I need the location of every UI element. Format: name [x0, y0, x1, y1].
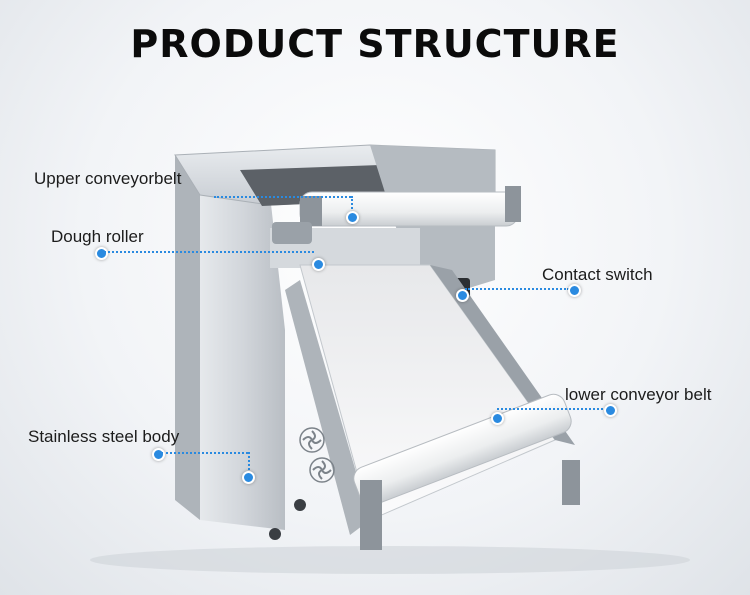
lower-belt-leg-right [562, 460, 580, 505]
leader-stainless-body [161, 452, 248, 454]
callout-dot-upper-conveyor [346, 211, 359, 224]
callout-dot-body-start [152, 448, 165, 461]
page-title: PRODUCT STRUCTURE [130, 22, 620, 66]
callout-dot-contact-switch-end [568, 284, 581, 297]
callout-dot-dough-roller-start [95, 247, 108, 260]
callout-dot-contact-switch [456, 289, 469, 302]
leader-stainless-body-drop [248, 452, 250, 474]
leader-lower-conveyor [497, 408, 607, 410]
caster-wheel [269, 528, 281, 540]
label-lower-conveyor: lower conveyor belt [565, 385, 712, 404]
callout-dot-lower-conveyor [491, 412, 504, 425]
vent-fan-icon [309, 457, 335, 483]
callout-dot-dough-roller [312, 258, 325, 271]
body-left-face [175, 155, 200, 520]
body-front-face [200, 195, 285, 530]
callout-dot-lower-conveyor-end [604, 404, 617, 417]
vent-fan-icon [299, 427, 325, 453]
label-dough-roller: Dough roller [51, 227, 144, 246]
lower-belt-leg-left [360, 480, 382, 550]
floor-shadow [90, 546, 690, 574]
upper-belt-bracket-right [505, 186, 521, 222]
label-stainless-body: Stainless steel body [28, 427, 180, 446]
leader-contact-switch [465, 288, 569, 290]
label-upper-conveyor: Upper conveyorbelt [34, 169, 182, 188]
callout-dot-stainless-body [242, 471, 255, 484]
upper-belt-bracket-left [300, 196, 322, 226]
leader-upper-conveyor-drop [351, 196, 353, 216]
lower-belt-side-left [285, 280, 370, 535]
caster-wheel [294, 499, 306, 511]
label-contact-switch: Contact switch [542, 265, 653, 284]
leader-upper-conveyor [214, 196, 351, 198]
leader-dough-roller [104, 251, 314, 253]
roller-handle [272, 222, 312, 244]
